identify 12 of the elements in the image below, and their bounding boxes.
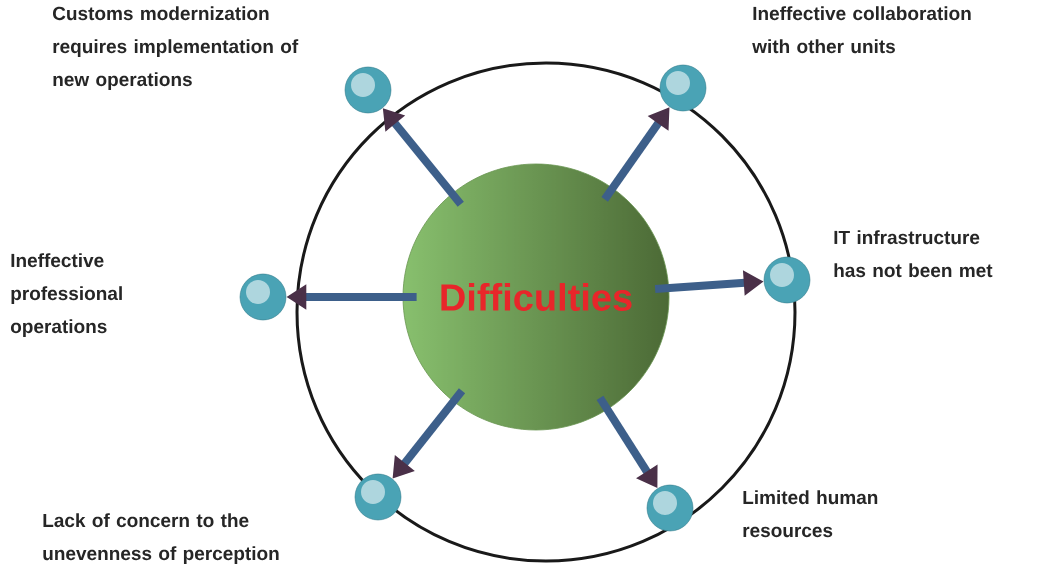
sphere [646, 484, 694, 532]
label-text: Limited human resources [743, 490, 878, 538]
sphere [239, 273, 287, 321]
label-text: Customs modernization requires implementation of new operations [53, 6, 299, 90]
sphere [354, 473, 402, 521]
label-text: IT infrastructure has not been met [834, 230, 993, 278]
sphere [763, 256, 811, 304]
label-text: Ineffective professional operations [10, 253, 122, 337]
label-text: Ineffective collaboration with other units [752, 6, 971, 54]
label-text: Lack of concern to the unevenness of perception [43, 513, 279, 564]
sphere [659, 64, 707, 112]
sphere [344, 66, 392, 114]
